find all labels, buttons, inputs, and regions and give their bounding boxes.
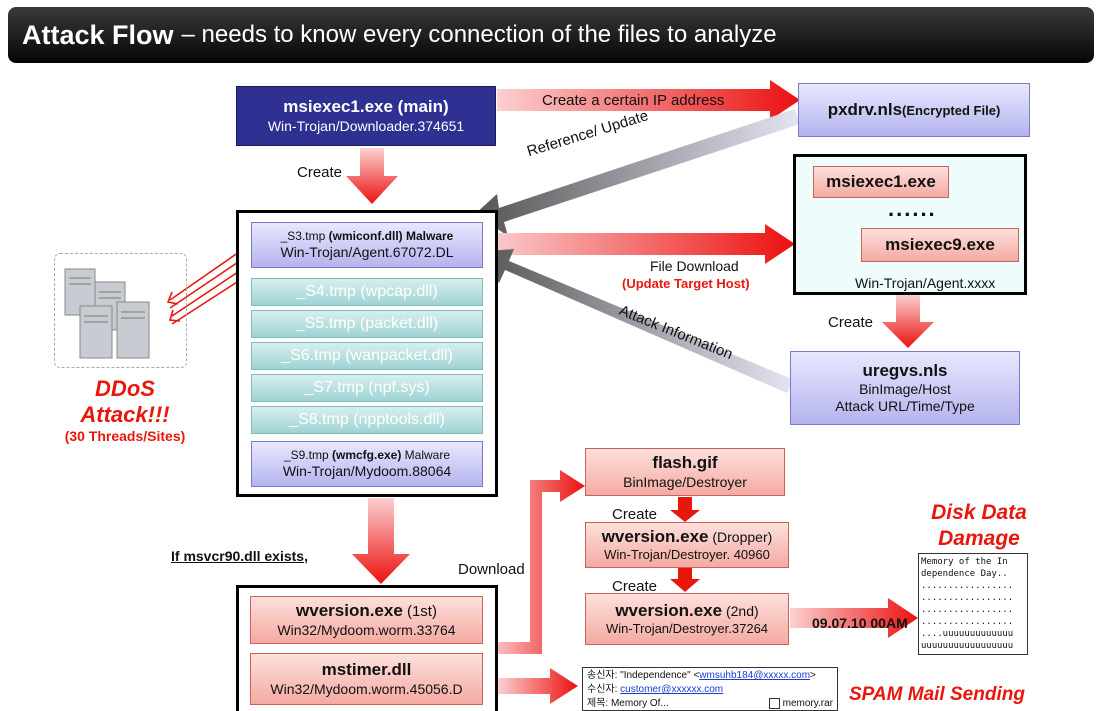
label-file-download: File Download	[650, 258, 739, 274]
mstimer-box: mstimer.dll Win32/Mydoom.worm.45056.D	[250, 653, 483, 705]
s9-box: _S9.tmp (wmcfg.exe) Malware Win-Trojan/M…	[251, 441, 483, 487]
label-update-target-host: (Update Target Host)	[622, 276, 750, 291]
agent-detect: Win-Trojan/Agent.xxxx	[855, 275, 996, 291]
pxdrv-suffix: (Encrypted File)	[902, 102, 1001, 118]
pxdrv-name: pxdrv.nls	[827, 99, 903, 119]
arrow-attack-information	[476, 249, 794, 393]
email-from-label: 송신자:	[587, 670, 621, 681]
arrow-create-ip	[497, 80, 800, 120]
arrow-reference-update	[475, 109, 800, 236]
dropper-box: wversion.exe (Dropper) Win-Trojan/Destro…	[585, 522, 789, 568]
agent-msiexec1-box: msiexec1.exe	[813, 166, 949, 198]
ddos-caption: DDoS Attack!!! (30 Threads/Sites)	[50, 376, 200, 444]
email-from-value: "Independence" <	[620, 670, 700, 681]
email-from-link[interactable]: wmsuhb184@xxxxx.com	[699, 670, 811, 681]
label-if-msvcr: If msvcr90.dll exists,	[171, 548, 308, 564]
uregvs-line2: Attack URL/Time/Type	[835, 398, 975, 415]
label-create-4: Create	[612, 578, 658, 595]
wversion1-name: wversion.exe	[296, 601, 403, 621]
title-bold: Attack Flow	[22, 19, 174, 50]
archive-icon	[768, 697, 780, 709]
s9-exe: (wmcfg.exe)	[331, 448, 402, 463]
uregvs-line1: BinImage/Host	[859, 381, 951, 398]
ddos-line2: Attack!!!	[80, 402, 170, 427]
tmp-file-s7: _S7.tmp (npf.sys)	[251, 374, 483, 402]
tmp-file-s8: _S8.tmp (npptools.dll)	[251, 406, 483, 434]
arrow-download	[488, 470, 585, 654]
dropper-name: wversion.exe	[601, 527, 709, 546]
disk-title2: Damage	[938, 527, 1020, 550]
email-attachment[interactable]: memory.rar	[768, 697, 833, 711]
arrow-create-down	[346, 148, 398, 204]
arrow-disk-damage	[790, 598, 918, 638]
wversion1-suffix: (1st)	[402, 603, 437, 621]
label-create-ip: Create a certain IP address	[542, 92, 725, 109]
email-to-label: 수신자:	[587, 684, 621, 695]
email-attachment-name: memory.rar	[782, 698, 833, 709]
tmp-file-s4: _S4.tmp (wpcap.dll)	[251, 278, 483, 306]
dropper-suffix: (Dropper)	[708, 529, 773, 545]
label-timestamp: 09.07.10 00AM	[812, 615, 908, 631]
flash-box: flash.gif BinImage/Destroyer	[585, 448, 785, 496]
s3-dll: (wmiconf.dll)	[328, 229, 403, 244]
s9-detect: Win-Trojan/Mydoom.88064	[282, 462, 452, 479]
pxdrv-box: pxdrv.nls(Encrypted File)	[798, 83, 1030, 137]
arrow-if-msvcr	[352, 498, 410, 584]
wversion1-box: wversion.exe (1st) Win32/Mydoom.worm.337…	[250, 596, 483, 644]
label-create-3: Create	[612, 506, 658, 523]
wversion2-suffix: (2nd)	[722, 603, 759, 619]
flash-name: flash.gif	[652, 453, 718, 473]
s9-malware: Malware	[401, 448, 451, 463]
label-create-2: Create	[828, 314, 874, 331]
s3-malware: Malware	[402, 229, 454, 244]
email-from-end: >	[810, 670, 816, 681]
email-to-link[interactable]: customer@xxxxxx.com	[620, 684, 724, 695]
wversion2-box: wversion.exe (2nd) Win-Trojan/Destroyer.…	[585, 593, 789, 645]
s3-name: _S3.tmp	[280, 229, 329, 244]
agent-msiexec9: msiexec9.exe	[885, 234, 995, 254]
disk-memo: Memory of the In dependence Day.. ......…	[918, 553, 1028, 655]
ddos-targets-frame	[54, 253, 187, 368]
agent-dots: ......	[888, 196, 937, 221]
ddos-line1: DDoS	[95, 376, 155, 401]
arrow-spam	[498, 668, 578, 704]
s3-detect: Win-Trojan/Agent.67072.DL	[280, 243, 454, 260]
main-exe-name: msiexec1.exe (main)	[283, 97, 449, 117]
title-bar: Attack Flow – needs to know every connec…	[8, 7, 1094, 63]
agent-msiexec1: msiexec1.exe	[826, 171, 936, 191]
spam-email: 송신자: "Independence" <wmsuhb184@xxxxx.com…	[582, 667, 838, 711]
s9-name: _S9.tmp	[283, 448, 332, 463]
email-subject: Memory Of...	[610, 698, 669, 709]
s3-box: _S3.tmp (wmiconf.dll) Malware Win-Trojan…	[251, 222, 483, 268]
wversion1-detect: Win32/Mydoom.worm.33764	[277, 621, 456, 638]
title-rest: – needs to know every connection of the …	[181, 21, 777, 48]
wversion2-detect: Win-Trojan/Destroyer.37264	[605, 621, 769, 637]
uregvs-name: uregvs.nls	[862, 361, 948, 380]
label-download: Download	[458, 561, 525, 578]
arrow-create-2nd	[670, 566, 700, 592]
spam-caption: SPAM Mail Sending	[849, 684, 1025, 705]
tmp-file-s6: _S6.tmp (wanpacket.dll)	[251, 342, 483, 370]
arrow-create-uregvs	[882, 295, 934, 348]
flash-detect: BinImage/Destroyer	[623, 473, 747, 490]
main-exe-box: msiexec1.exe (main) Win-Trojan/Downloade…	[236, 86, 496, 146]
label-create-1: Create	[297, 164, 343, 181]
agent-msiexec9-box: msiexec9.exe	[861, 228, 1019, 262]
uregvs-box: uregvs.nls BinImage/Host Attack URL/Time…	[790, 351, 1020, 425]
main-exe-detect: Win-Trojan/Downloader.374651	[267, 117, 465, 134]
tmp-file-s5: _S5.tmp (packet.dll)	[251, 310, 483, 338]
ddos-line3: (30 Threads/Sites)	[64, 428, 186, 444]
disk-title1: Disk Data	[931, 501, 1027, 524]
dropper-detect: Win-Trojan/Destroyer. 40960	[604, 547, 770, 563]
arrow-file-download	[484, 224, 795, 264]
email-subject-label: 제목:	[587, 698, 611, 709]
disk-caption: Disk Data Damage	[927, 500, 1031, 552]
server-icon	[64, 268, 150, 359]
wversion2-name: wversion.exe	[615, 601, 723, 620]
mstimer-detect: Win32/Mydoom.worm.45056.D	[270, 680, 463, 697]
arrow-create-dropper	[670, 497, 700, 522]
mstimer-name: mstimer.dll	[321, 660, 412, 680]
